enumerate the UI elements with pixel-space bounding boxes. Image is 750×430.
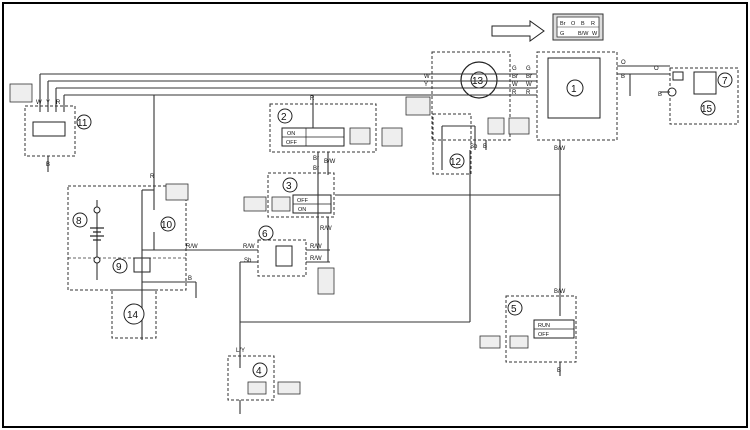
wire-b-right: B — [621, 74, 625, 80]
component-13-box: 13 — [431, 51, 530, 141]
wire-b-right2: B — [658, 92, 662, 98]
connector-top-r1-3: R — [591, 21, 595, 27]
switch-3-on: ON — [298, 207, 306, 213]
component-7-box: 7 15 — [667, 67, 739, 125]
wire-o-right: O — [621, 60, 626, 66]
component-8-label: 8 — [76, 216, 82, 227]
switch-2-off: OFF — [286, 140, 298, 146]
wire-r-a: R — [512, 90, 517, 96]
component-3-box: 3 OFF ON — [243, 172, 335, 218]
component-1-label: 1 — [571, 84, 577, 95]
wire-r-10: R — [150, 174, 155, 180]
wire-b-12: B — [483, 144, 487, 150]
wire-sb-12: Sb — [470, 144, 478, 150]
component-4-box: 4 — [227, 355, 301, 401]
switch-2-on: ON — [287, 131, 295, 137]
wire-y-top: Y — [424, 82, 428, 88]
connector-13-left — [405, 96, 431, 116]
wire-ly-4: L/Y — [236, 348, 245, 354]
component-10: 10 — [141, 95, 189, 340]
connector-top-r1-1: O — [571, 21, 576, 27]
component-5-box: 5 RUN OFF — [479, 295, 577, 363]
wire-g-a: G — [512, 66, 517, 72]
component-6-box: 6 — [257, 225, 307, 277]
wire-sb-6: Sb — [244, 258, 252, 264]
component-14-box: 14 — [111, 289, 157, 339]
wire-bw-5: B/W — [554, 289, 566, 295]
wire-rw-3: R/W — [320, 226, 332, 232]
wire-bw-2: B/W — [324, 159, 336, 165]
connector-top-r2-0: G — [560, 31, 564, 37]
wire-br-a: Br — [512, 74, 518, 80]
wire-w-11: W — [36, 100, 42, 106]
component-2-box: 2 ON OFF — [269, 103, 377, 153]
wire-w-a: W — [512, 82, 518, 88]
wire-br-2b: Br — [313, 166, 319, 172]
component-8-box: 8 9 — [67, 185, 187, 291]
switch-5-run: RUN — [538, 323, 550, 329]
component-1-box: 1 — [536, 51, 618, 141]
wire-y-11: Y — [46, 100, 50, 106]
component-15-label: 15 — [701, 104, 713, 115]
wire-br-2: Br — [313, 156, 319, 162]
wire-b-5: B — [557, 368, 561, 374]
connector-top-r2-2: B/W — [578, 31, 589, 37]
component-11-label: 11 — [77, 118, 88, 129]
connector-top-r2-3: W — [592, 31, 598, 37]
component-9-label: 9 — [116, 262, 122, 273]
connector-6 — [317, 267, 335, 295]
wire-w-top: W — [424, 74, 430, 80]
component-2-label: 2 — [281, 112, 287, 123]
component-5-label: 5 — [511, 304, 517, 315]
connector-2-right — [381, 127, 403, 147]
arrow-right-icon — [491, 20, 545, 42]
component-7-label: 7 — [722, 76, 728, 87]
wire-rw-left: R/W — [186, 244, 198, 250]
connector-top-r1-0: Br — [560, 21, 566, 27]
wire-b-11: B — [46, 162, 50, 168]
wire-rw-6b: R/W — [310, 244, 322, 250]
component-3-label: 3 — [286, 181, 292, 192]
component-12-box: 12 — [432, 113, 487, 175]
component-6-label: 6 — [262, 229, 268, 240]
switch-5-off: OFF — [538, 332, 550, 338]
switch-3-off: OFF — [297, 198, 309, 204]
wire-rw-6c: R/W — [310, 256, 322, 262]
main-connector: Br O B R G B/W W — [552, 13, 604, 41]
top-bus-wires — [39, 73, 537, 112]
wire-bw-1: B/W — [554, 146, 566, 152]
wire-rw-6: R/W — [243, 244, 255, 250]
component-11-box: 11 — [9, 83, 92, 172]
component-12-label: 12 — [450, 157, 462, 168]
wire-b-9: B — [188, 276, 192, 282]
component-14-label: 14 — [127, 310, 139, 321]
wire-r-b: R — [526, 90, 531, 96]
wire-o-right2: O — [654, 66, 659, 72]
component-10-label: 10 — [161, 220, 173, 231]
component-4-label: 4 — [256, 366, 262, 377]
wire-br-b: Br — [526, 74, 532, 80]
connector-top-r1-2: B — [581, 21, 585, 27]
wire-r-11: R — [56, 100, 61, 106]
wire-w-b: W — [526, 82, 532, 88]
wire-g-b: G — [526, 66, 531, 72]
